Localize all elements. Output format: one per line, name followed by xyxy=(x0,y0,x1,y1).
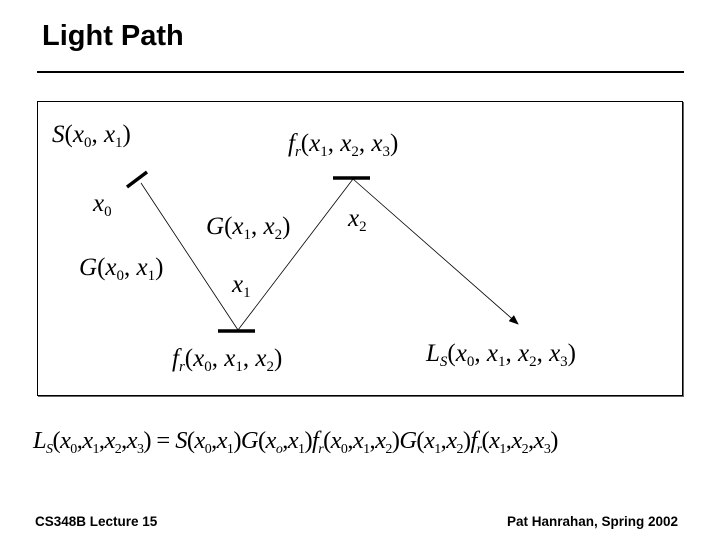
label-x1: x1 xyxy=(232,271,251,301)
slide-title: Light Path xyxy=(42,20,184,52)
light-path-equation: LS(x0,x1,x2,x3) = S(x0,x1)G(xo,x1)fr(x0,… xyxy=(33,427,558,457)
diagram-frame xyxy=(37,101,683,396)
path-arrow-x2-x3 xyxy=(352,178,519,325)
label-radiance: LS(x0, x1, x2, x3) xyxy=(426,340,576,370)
label-x2: x2 xyxy=(348,205,367,235)
label-brdf-x0-x1-x2: fr(x0, x1, x2) xyxy=(172,345,283,375)
path-segment-x0-x1 xyxy=(140,182,239,331)
label-source-function: S(x0, x1) xyxy=(52,121,131,151)
title-divider xyxy=(37,71,684,73)
path-segment-x1-x2 xyxy=(237,178,354,331)
label-geometry-x0-x1: G(x0, x1) xyxy=(79,254,164,284)
label-x0: x0 xyxy=(93,190,112,220)
label-geometry-x1-x2: G(x1, x2) xyxy=(206,213,291,243)
light-source-surface xyxy=(125,170,149,189)
footer-author: Pat Hanrahan, Spring 2002 xyxy=(506,514,678,529)
footer-course: CS348B Lecture 15 xyxy=(35,514,158,529)
label-brdf-x1-x2-x3: fr(x1, x2, x3) xyxy=(288,130,399,160)
